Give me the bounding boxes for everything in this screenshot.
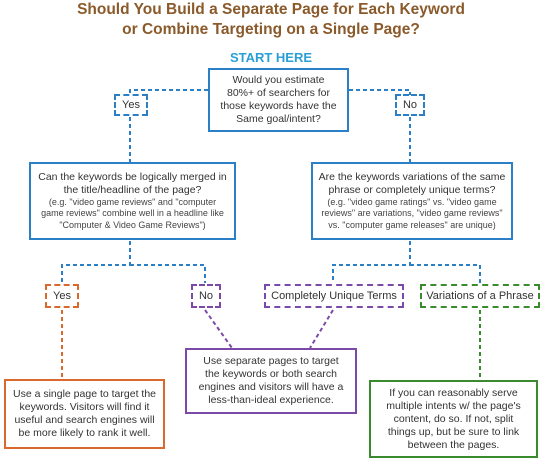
question-variations-main-2: phrase or completely unique terms? [328,183,496,196]
question-merge-main-1: Can the keywords be logically merged in [38,170,227,183]
diagram-title: Should You Build a Separate Page for Eac… [0,0,542,40]
outcome-separate-pages: Use separate pages to target the keyword… [185,348,357,414]
outcome-separate-line-1: Use separate pages to target [203,355,339,367]
outcome-single-line-1: Use a single page to target the [12,388,156,400]
question-same-intent-line-1: Would you estimate [232,74,325,86]
answer-yes-top: Yes [114,94,148,116]
answer-no-top: No [395,94,425,116]
outcome-multi-line-1: If you can reasonably serve [389,386,518,399]
title-line-2: or Combine Targeting on a Single Page? [122,21,420,38]
question-merge-sub-3: "Computer & Video Game Reviews") [59,219,206,230]
outcome-multi-line-2: multiple intents w/ the page's [386,399,521,412]
answer-completely-unique: Completely Unique Terms [264,284,404,308]
outcome-multi-line-5: between the pages. [407,438,500,451]
outcome-separate-line-4: less-than-ideal experience. [208,394,334,406]
question-same-intent-line-4: Same goal/intent? [236,113,321,125]
answer-variations: Variations of a Phrase [420,284,540,308]
question-merge-main-2: the title/headline of the page? [63,183,202,196]
title-line-1: Should You Build a Separate Page for Eac… [77,1,465,18]
question-variations-sub-2: reviews" are variations, "video game rev… [321,208,503,219]
start-here-label: START HERE [229,50,313,65]
question-same-intent-line-2: 80%+ of searchers for [226,87,330,99]
connector-right-answers [332,241,411,283]
outcome-multi-line-3: content, do so. If not, split [393,412,514,425]
question-variations-main-1: Are the keywords variations of the same [318,170,506,183]
answer-no-merge: No [191,284,221,308]
question-variations-sub-3: vs. "computer game releases" are unique) [328,219,496,230]
question-merge-title: Can the keywords be logically merged in … [29,162,236,240]
question-variations: Are the keywords variations of the same … [311,162,513,240]
answer-yes-merge: Yes [45,284,79,308]
question-merge-sub-2: game reviews" combine well in a headline… [41,208,224,219]
outcome-single-line-3: useful and search engines will [14,414,155,426]
outcome-single-line-2: keywords. Visitors will find it [19,401,150,413]
connector-q1-yes [129,89,208,95]
connector-right-variations [410,264,481,283]
connector-left-answers [61,241,131,283]
outcome-single-page: Use a single page to target the keywords… [4,379,165,449]
question-same-intent-line-3: those keywords have the [220,100,337,112]
connector-q1-no [349,89,411,95]
outcome-separate-line-2: the keywords or both search [205,368,337,380]
question-variations-sub-1: (e.g. "video game ratings" vs. "video ga… [327,196,497,207]
question-merge-sub-1: (e.g. "video game reviews" and "computer [48,196,217,207]
outcome-single-line-4: be more likely to rank it well. [18,427,151,439]
outcome-multiple-intents: If you can reasonably serve multiple int… [369,380,538,458]
connector-no-separate [204,309,233,349]
connector-left-no [130,264,206,283]
outcome-multi-line-4: things up, but be sure to link [387,425,520,438]
connector-unique-separate [309,309,334,349]
outcome-separate-line-3: engines and visitors will have a [198,381,344,393]
question-same-intent: Would you estimate 80%+ of searchers for… [208,68,349,132]
